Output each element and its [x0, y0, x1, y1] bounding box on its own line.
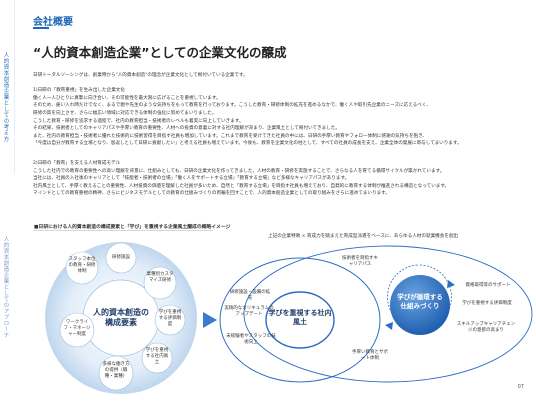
outer-ellipse — [243, 245, 533, 383]
body-line: 働く人一人ひとりに真摯に向き合い、その可能性を最大限に広げることを重視しています… — [33, 95, 221, 101]
satellite-label: 研修施設 — [112, 255, 130, 260]
side-tab-active — [0, 0, 15, 174]
satellite-circle — [154, 304, 186, 336]
body-line: こうした社内での教育の重要性への高い理解を背景に、仕組みとしても、日研の企業文化… — [33, 168, 445, 174]
body-line: マインドとしての教育重視の精神、さらにビジネスモデルとしての教育の仕組みづくりの… — [33, 191, 390, 197]
body-line: その結果、技術者としてのキャリアパスや手厚い教育の重要性、人材への投資の意義に対… — [33, 126, 340, 132]
cycle-circle — [390, 275, 450, 335]
figure-divider — [33, 230, 213, 231]
satellite-circle — [143, 266, 177, 300]
side-label-top: 人的資本創造企業としての考え方 — [2, 52, 9, 142]
right-item: 資格取得等のサポート — [465, 283, 511, 288]
figure-title: ■日研における人的資本創造の構成要素と「学び」を重視する企業風土醸成の概略イメー… — [34, 225, 231, 230]
satellite-label: スタッフ本位の教育・研修体制 — [68, 257, 96, 274]
section-underline — [33, 27, 49, 29]
satellite-label: ワークライフ・マネージャー制度 — [63, 320, 91, 337]
body-line: 研修の質を向上させ、さらに幅広い領域に対応できる体制の強化に努めてまいりました。 — [33, 110, 217, 116]
core-label: 人的資本創造の構成要素 — [93, 308, 149, 327]
body-paragraph-2: 2)日研の「教育」を支える人材育成モデル こうした社内での教育の重要性への高い理… — [33, 160, 513, 198]
right-item: スキルアップキャリアチェンジの意欲の高まり — [456, 322, 516, 333]
satellite-circle — [105, 242, 137, 274]
body-line: 2)日研の「教育」を支える人材育成モデル — [33, 161, 121, 166]
flow-arrow — [203, 312, 217, 328]
section-label: 会社概要 — [33, 17, 73, 28]
right-item: 学びを重視する評価制度 — [462, 301, 512, 306]
body-line: また、社内の教育担当・技術者に優れた技術的に技術習得を目指す社員も増加しています… — [33, 133, 428, 139]
cycle-arrow-icon — [385, 322, 393, 330]
side-label-bottom: 人的資本創造企業としてのアプローチ — [2, 236, 9, 338]
middle-item: 手厚い教育とサポート体制 — [352, 350, 388, 361]
side-index: 人的資本創造企業としての考え方 人的資本創造企業としてのアプローチ — [0, 0, 15, 404]
satellite-label: 学びを重視する評価制度 — [158, 310, 182, 327]
satellite-label: 学びを重視する社内風土 — [145, 348, 169, 365]
body-line: 日研トータルソーシングは、創業時から"人的資本創造"の理念が企業文化として根付い… — [33, 73, 248, 78]
middle-ellipse — [219, 257, 381, 383]
body-line: こうした教育・研修を追求する過程で、社内の教育担当・技術者のレベルも着実に向上し… — [33, 118, 244, 124]
body-line: そのため、雇い入れ時だけでなく、まるで親や先生のような気持ちをもって教育を行って… — [33, 103, 432, 109]
satellite-circle — [59, 312, 95, 348]
middle-item: 実践的なカリキュラムのアップデート — [224, 306, 274, 317]
middle-item: 未経験者やスタッフの技術向上 — [226, 334, 276, 345]
middle-item: 研修施設・設備の拡充 — [229, 290, 271, 301]
middle-core — [265, 291, 335, 349]
satellite-circle — [98, 355, 134, 391]
middle-core-label: 学びを重視する社内風土 — [268, 309, 332, 326]
page-title: “人的資本創造企業”としての企業文化の醸成 — [33, 45, 287, 60]
body-line: 1)日研の「教育重視」を生み出した企業文化 — [33, 88, 125, 94]
body-line: 「今度は自分が教育する立場となり、恩返しとして日研に貢献したい」と考える社員も増… — [33, 141, 462, 147]
satellite-circle — [141, 342, 173, 374]
body-line: 社内風土として、手厚く教えることの重要性、人材投資の価値を理解した社員が多いため… — [33, 183, 450, 189]
satellite-circle — [65, 251, 99, 285]
satellite-label: 業種別カスタマイズ研修 — [146, 272, 174, 283]
cycle-arrow-icon — [447, 280, 455, 288]
middle-item: 技術者を目指すキャリアパス — [342, 256, 378, 267]
body-paragraph-1: 日研トータルソーシングは、創業時から"人的資本創造"の理念が企業文化として根付い… — [33, 72, 513, 148]
satellite-label: 多様な働き方の提供（職種・業種） — [102, 362, 130, 379]
page-number: 07 — [517, 384, 524, 390]
cycle-label: 学びが循環する仕組みづくり — [397, 293, 443, 310]
body-line: 当社には、社員の入社後のキャリアとして「技能者・技術者の立場」「働く人をサポート… — [33, 176, 350, 182]
figure-right-title: 上記の企業特徴 × 育成力を踏まえた育成型派遣をベースに、あらゆる人材の就業機会… — [268, 234, 459, 239]
